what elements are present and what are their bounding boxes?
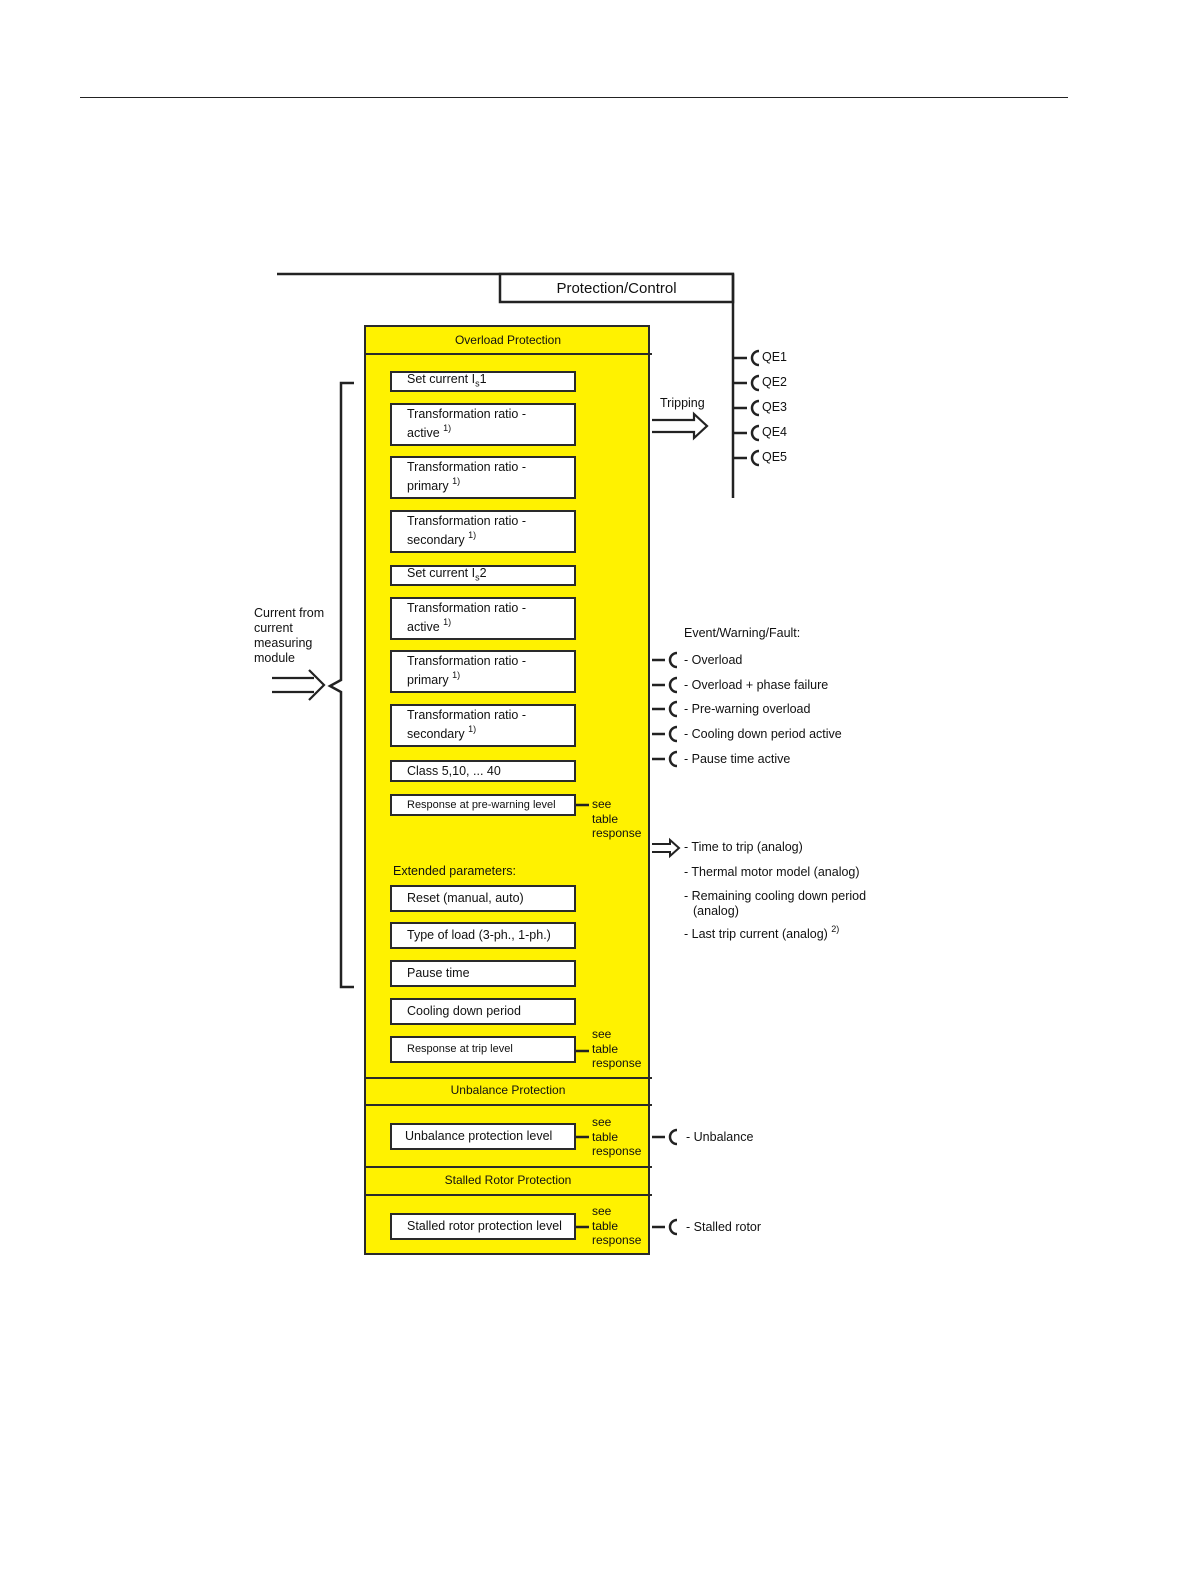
param-reset: Reset (manual, auto) — [390, 885, 576, 912]
param-ratio-secondary-2: Transformation ratio -secondary 1) — [390, 704, 576, 747]
output-qe3: QE3 — [762, 400, 788, 414]
analog-thermal-motor-model: - Thermal motor model (analog) — [684, 865, 860, 879]
stalled-top-divider — [364, 1166, 652, 1168]
input-arrow — [272, 669, 326, 701]
overload-title-divider — [364, 353, 652, 355]
tripping-label: Tripping — [660, 396, 705, 410]
param-response-trip-level: Response at trip level — [390, 1036, 576, 1063]
output-qe2: QE2 — [762, 375, 788, 389]
param-set-current-1: Set current Is1 — [390, 371, 576, 392]
overload-protection-title: Overload Protection — [454, 333, 562, 347]
unbalance-top-divider — [364, 1077, 652, 1079]
header-rule — [80, 97, 1068, 98]
output-qe1: QE1 — [762, 350, 788, 364]
events-title: Event/Warning/Fault: — [684, 626, 801, 640]
output-stalled-rotor: - Stalled rotor — [686, 1220, 762, 1234]
event-pause-time-active: - Pause time active — [684, 752, 791, 766]
param-set-current-2: Set current Is2 — [390, 565, 576, 586]
param-response-prewarning: Response at pre-warning level — [390, 794, 576, 816]
extended-parameters-label: Extended parameters: — [393, 864, 516, 878]
param-stalled-rotor-level: Stalled rotor protection level — [390, 1213, 576, 1240]
protection-control-title: Protection/Control — [556, 280, 677, 297]
param-ratio-active-2: Transformation ratio -active 1) — [390, 597, 576, 640]
output-unbalance: - Unbalance — [686, 1130, 754, 1144]
stalled-title-divider — [364, 1194, 652, 1196]
event-cooling-down-active: - Cooling down period active — [684, 727, 842, 741]
param-ratio-primary-2: Transformation ratio -primary 1) — [390, 650, 576, 693]
event-overload: - Overload — [684, 653, 743, 667]
param-unbalance-level: Unbalance protection level — [390, 1123, 576, 1150]
param-ratio-active-1: Transformation ratio -active 1) — [390, 403, 576, 446]
event-overload-phase-failure: - Overload + phase failure — [684, 678, 829, 692]
analog-arrow — [652, 837, 681, 859]
param-pause-time: Pause time — [390, 960, 576, 987]
param-ratio-primary-1: Transformation ratio -primary 1) — [390, 456, 576, 499]
analog-remaining-cooling-unit: (analog) — [693, 904, 739, 918]
tripping-arrow — [652, 411, 709, 441]
param-type-of-load: Type of load (3-ph., 1-ph.) — [390, 922, 576, 949]
param-ratio-secondary-1: Transformation ratio -secondary 1) — [390, 510, 576, 553]
analog-time-to-trip: - Time to trip (analog) — [684, 840, 803, 854]
param-class: Class 5,10, ... 40 — [390, 760, 576, 782]
unbalance-protection-title: Unbalance Protection — [450, 1083, 566, 1097]
output-qe5: QE5 — [762, 450, 788, 464]
param-cooling-down-period: Cooling down period — [390, 998, 576, 1025]
output-qe4: QE4 — [762, 425, 788, 439]
event-prewarning-overload: - Pre-warning overload — [684, 702, 811, 716]
analog-last-trip-current: - Last trip current (analog) 2) — [684, 924, 840, 942]
analog-remaining-cooling: - Remaining cooling down period — [684, 889, 867, 903]
stalled-rotor-protection-title: Stalled Rotor Protection — [444, 1173, 572, 1187]
unbalance-title-divider — [364, 1104, 652, 1106]
